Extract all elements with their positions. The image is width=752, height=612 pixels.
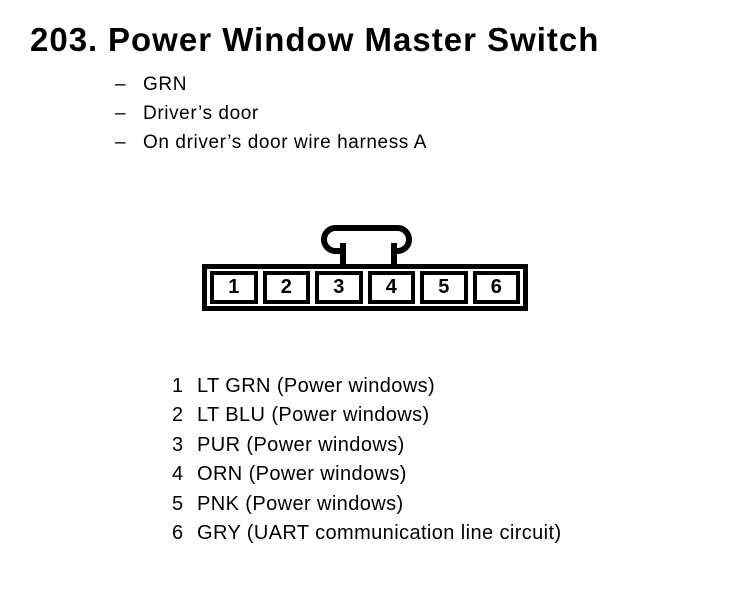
connector-pin-cell: 5 — [420, 271, 468, 304]
pin-legend-row: 1 LT GRN (Power windows) — [172, 372, 562, 401]
pin-number: 6 — [172, 522, 184, 545]
pin-description: PNK (Power windows) — [197, 492, 404, 515]
bullet-dash: – — [115, 132, 127, 153]
detail-item: – Driver’s door — [115, 99, 427, 128]
pin-description: PUR (Power windows) — [197, 433, 405, 456]
bullet-dash: – — [115, 103, 127, 124]
detail-text: Driver’s door — [143, 103, 259, 124]
connector-latch-neck — [340, 243, 397, 264]
pin-legend-row: 4 ORN (Power windows) — [172, 460, 562, 489]
pin-description: LT GRN (Power windows) — [197, 375, 436, 397]
bullet-dash: – — [115, 74, 127, 95]
connector-pin-cell: 1 — [210, 271, 258, 304]
pin-legend-row: 5 PNK (Power windows) — [172, 490, 562, 519]
figure-title-text: Power Window Master Switch — [108, 21, 600, 58]
detail-item: – On driver’s door wire harness A — [115, 128, 427, 157]
detail-text: GRN — [143, 74, 188, 95]
pin-number: 3 — [172, 433, 184, 456]
pin-legend-row: 2 LT BLU (Power windows) — [172, 401, 562, 430]
detail-list: – GRN – Driver’s door – On driver’s door… — [115, 70, 427, 157]
pin-number: 5 — [172, 492, 184, 515]
connector-pin-cell: 3 — [315, 271, 363, 304]
pin-legend-row: 3 PUR (Power windows) — [172, 431, 562, 460]
connector-pin-cell: 4 — [367, 271, 415, 304]
pin-number: 1 — [172, 375, 184, 397]
pin-legend: 1 LT GRN (Power windows) 2 LT BLU (Power… — [172, 372, 562, 548]
figure-title: 203.Power Window Master Switch — [30, 22, 599, 58]
pin-number: 4 — [172, 463, 184, 486]
pin-number: 2 — [172, 404, 184, 427]
pin-description: GRY (UART communication line circuit) — [197, 522, 562, 545]
pin-description: ORN (Power windows) — [197, 463, 407, 486]
pin-description: LT BLU (Power windows) — [197, 404, 430, 427]
detail-item: – GRN — [115, 70, 427, 99]
pin-legend-row: 6 GRY (UART communication line circuit) — [172, 519, 562, 548]
connector-pin-cell: 2 — [262, 271, 310, 304]
detail-text: On driver’s door wire harness A — [143, 132, 428, 153]
connector-pin-cell: 6 — [472, 271, 520, 304]
connector-body: 1 2 3 4 5 6 — [202, 264, 528, 311]
figure-number: 203. — [30, 21, 99, 58]
